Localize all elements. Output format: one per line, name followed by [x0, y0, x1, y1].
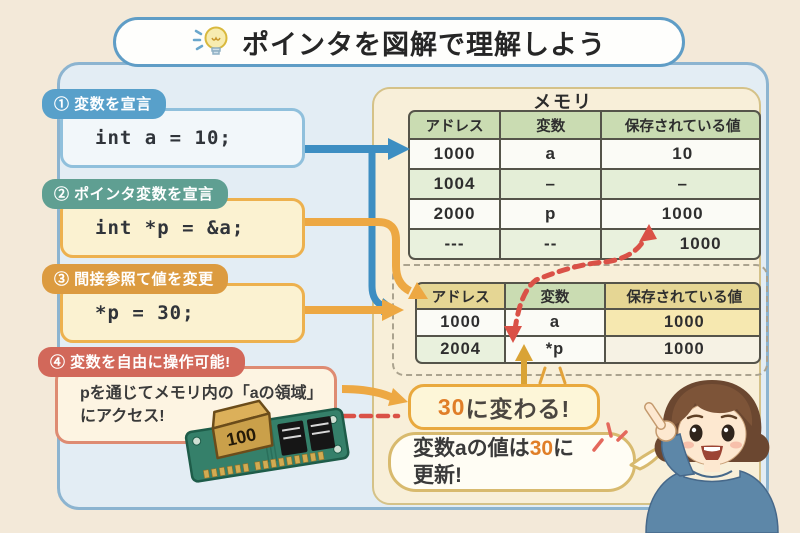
step4-note-line1: pを通じてメモリ内の「aの領域」 [80, 384, 323, 402]
table-cell: 2000 [410, 200, 499, 228]
memory-table-before: アドレス 変数 保存されている値 1000 a 10 1004 – – 2000… [408, 110, 761, 260]
col-header-value: 保存されている値 [602, 112, 759, 138]
col-header-variable: 変数 [500, 112, 601, 138]
table-cell: p [500, 200, 601, 228]
lightbulb-icon [192, 26, 228, 55]
step2-code: int *p = &a; [95, 217, 245, 239]
col-header-address: アドレス [417, 284, 505, 308]
step4-note-line2: にアクセス! [80, 408, 165, 425]
step3-badge: ③ 間接参照て値を変更 [42, 264, 228, 294]
table-cell: --- [410, 230, 499, 258]
speech-line2: 更新! [413, 464, 462, 487]
table-cell: – [500, 170, 601, 198]
speech-line1: 変数aの値は30に [413, 436, 575, 460]
step1-badge: ① 変数を宣言 [42, 89, 166, 119]
table-cell: 1000 [602, 230, 759, 258]
page-title: ポインタを図解で理解しよう [113, 17, 685, 67]
table-cell: – [602, 170, 759, 198]
col-header-address: アドレス [410, 112, 499, 138]
table-cell: 1000 [602, 200, 759, 228]
step3-code: *p = 30; [95, 302, 195, 324]
table-cell: -- [500, 230, 601, 258]
memory-label: メモリ [533, 92, 593, 112]
step2-badge: ② ポインタ変数を宣言 [42, 179, 228, 209]
table-cell: 10 [602, 140, 759, 168]
table-cell: 1000 [605, 310, 759, 335]
memory-table-after: アドレス 変数 保存されている値 1000 a 1000 2004 *p 100… [415, 282, 761, 364]
col-header-variable: 変数 [506, 284, 604, 308]
table-cell: 2004 [417, 337, 505, 362]
table-cell: a [506, 310, 604, 335]
title-text: ポインタを図解で理解しよう [242, 29, 606, 60]
step1-code: int a = 10; [95, 127, 232, 149]
table-cell: 1004 [410, 170, 499, 198]
step4-note-box: pを通じてメモリ内の「aの領域」 にアクセス! [55, 366, 337, 444]
table-cell: 1000 [410, 140, 499, 168]
table-cell: 1000 [605, 337, 759, 362]
table-cell: a [500, 140, 601, 168]
speech-bubble: 変数aの値は30に 更新! [388, 432, 636, 492]
col-header-value: 保存されている値 [605, 284, 759, 308]
change-text: に変わる! [465, 396, 571, 422]
table-cell: *p [506, 337, 604, 362]
step4-badge: ④ 変数を自由に操作可能! [38, 347, 245, 377]
table-cell: 1000 [417, 310, 505, 335]
changed-value: 30 [437, 393, 466, 420]
